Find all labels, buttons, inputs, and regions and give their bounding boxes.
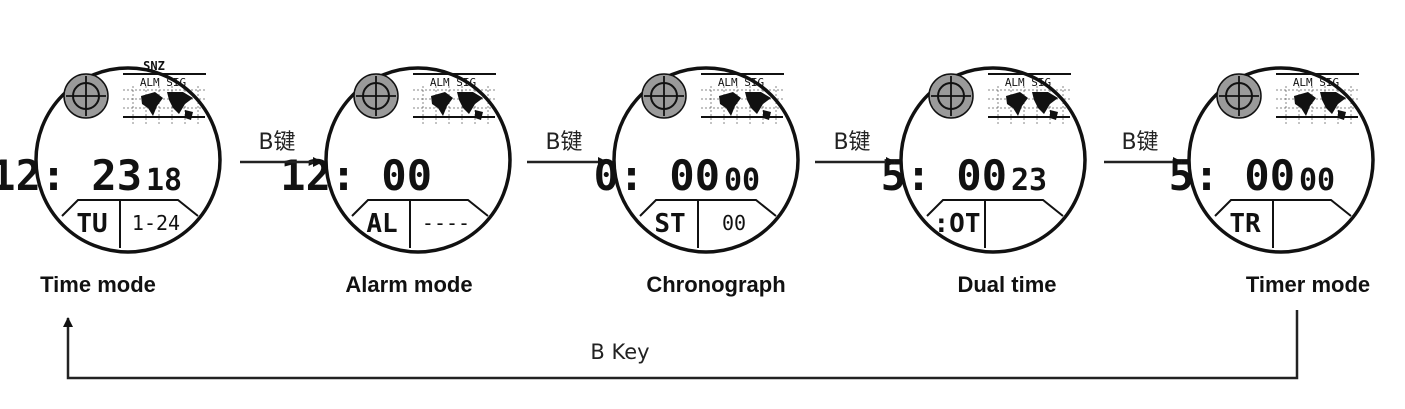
time-readout: 12: 00: [280, 151, 432, 200]
sub-display-right: 00: [722, 211, 746, 235]
sub-display: :OT: [926, 199, 1064, 248]
sub-display-left: :OT: [934, 209, 981, 239]
time-main-digits: 0: 00: [594, 151, 720, 200]
sub-display-right: 1-24: [132, 211, 180, 235]
sub-display: AL ----: [351, 199, 489, 248]
b-key-label-1: B键: [258, 130, 296, 155]
time-main-digits: 12: 23: [0, 151, 142, 200]
mode-label-chronograph: Chronograph: [646, 272, 786, 297]
crosshair-globe-icon: [63, 73, 109, 119]
loop-b-key-label: B Key: [590, 340, 650, 364]
mode-label-timer: Timer mode: [1245, 272, 1371, 297]
world-map-icon: [413, 86, 495, 124]
snz-indicator: SNZ: [143, 59, 165, 73]
time-seconds-digits: 18: [146, 163, 182, 198]
alm-sig-indicator: ALM SIG: [1005, 76, 1051, 89]
b-key-label-3: B键: [833, 130, 871, 155]
world-map-icon: [1276, 86, 1358, 124]
watch-face: ALM SIG 12: 00 AL ----: [280, 66, 512, 254]
crosshair-globe-icon: [928, 73, 974, 119]
b-key-label-4: B键: [1121, 130, 1159, 155]
sub-display-left: AL: [366, 209, 397, 239]
sub-display: TU 1-24: [61, 199, 199, 248]
mode-label-alarm: Alarm mode: [345, 272, 473, 297]
sub-display-left: ST: [654, 209, 685, 239]
return-loop-arrow: [63, 310, 1299, 380]
alm-sig-indicator: ALM SIG: [140, 76, 186, 89]
time-seconds-digits: 00: [724, 163, 760, 198]
alm-sig-indicator: ALM SIG: [718, 76, 764, 89]
mode-label-time: Time mode: [40, 272, 156, 297]
alm-sig-indicator: ALM SIG: [430, 76, 476, 89]
world-map-icon: [123, 86, 205, 124]
mode-label-dual-time: Dual time: [957, 272, 1057, 297]
alm-sig-indicator: ALM SIG: [1293, 76, 1339, 89]
world-map-icon: [701, 86, 783, 124]
sub-display-left: TU: [76, 209, 107, 239]
time-main-digits: 5: 00: [881, 151, 1007, 200]
time-main-digits: 12: 00: [280, 151, 432, 200]
sub-display-left: TR: [1229, 209, 1261, 239]
sub-display: ST 00: [639, 199, 777, 248]
time-seconds-digits: 00: [1299, 163, 1335, 198]
time-seconds-digits: 23: [1011, 163, 1047, 198]
world-map-icon: [988, 86, 1070, 124]
crosshair-globe-icon: [641, 73, 687, 119]
crosshair-globe-icon: [1216, 73, 1262, 119]
time-main-digits: 5: 00: [1169, 151, 1295, 200]
sub-display: TR: [1214, 199, 1352, 248]
sub-display-right: ----: [422, 211, 470, 235]
b-key-label-2: B键: [545, 130, 583, 155]
crosshair-globe-icon: [353, 73, 399, 119]
